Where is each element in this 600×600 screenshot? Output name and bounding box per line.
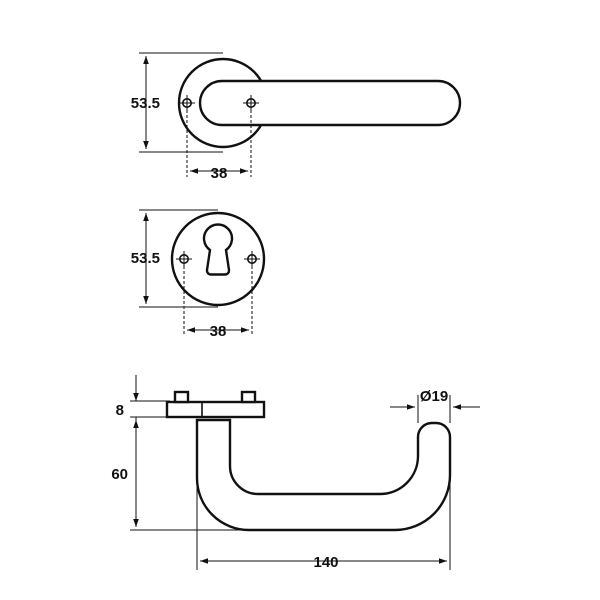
top-handle-view: 53.5 38 — [131, 52, 462, 182]
projection-dimension-label: 60 — [111, 466, 128, 483]
height-dimension-label: 53.5 — [131, 250, 160, 267]
screw-boss — [240, 390, 257, 404]
screw-boss — [173, 390, 190, 404]
width-dimension-label: 38 — [211, 165, 228, 182]
lever-handle — [198, 79, 462, 127]
height-dimension-label: 53.5 — [131, 95, 160, 112]
width-dimension-label: 38 — [210, 323, 227, 340]
lever-tube — [195, 418, 452, 532]
diameter-dimension-label: Ø19 — [420, 388, 448, 405]
escutcheon-view: 53.5 38 — [131, 209, 266, 340]
rose-base — [165, 400, 266, 419]
rose-thickness-label: 8 — [116, 402, 124, 419]
side-view: 8 60 140 Ø19 — [111, 375, 480, 571]
length-dimension-label: 140 — [313, 554, 338, 571]
cylinder-keyhole — [202, 223, 234, 276]
